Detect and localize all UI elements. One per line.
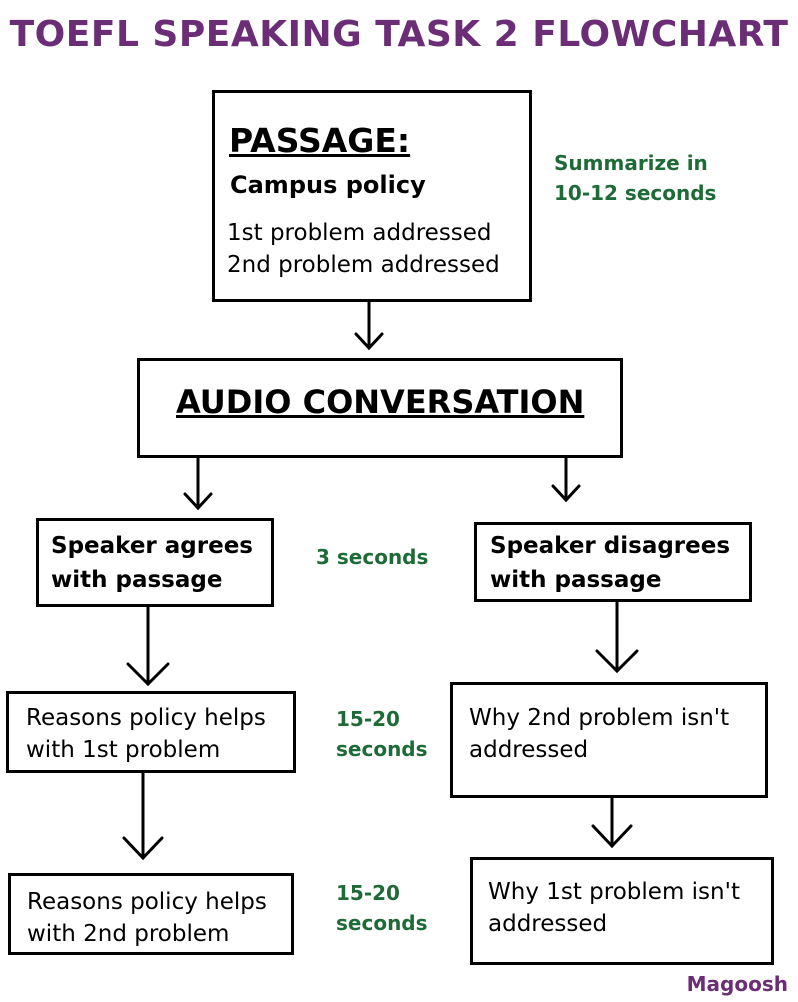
time-note-15-20-second: 15-20 seconds — [336, 878, 428, 938]
audio-heading: AUDIO CONVERSATION — [176, 383, 585, 421]
arrow-reasons1-to-reasons2 — [122, 771, 164, 861]
time-note-3-seconds: 3 seconds — [316, 545, 429, 569]
arrow-passage-to-audio — [354, 300, 384, 351]
disagree-line-2: with passage — [490, 567, 662, 593]
arrow-audio-to-agree — [183, 456, 213, 511]
summarize-note-line-2: 10-12 seconds — [554, 181, 717, 205]
agree-line-2: with passage — [51, 567, 223, 593]
why-2nd-line-2: addressed — [469, 737, 589, 763]
arrow-audio-to-disagree — [551, 456, 581, 503]
why-1st-line-2: addressed — [488, 911, 608, 937]
page-title: TOEFL SPEAKING TASK 2 FLOWCHART — [9, 14, 789, 55]
agree-line-1: Speaker agrees — [51, 533, 253, 559]
arrow-why2-to-why1 — [591, 796, 633, 849]
reasons-1st-line-2: with 1st problem — [26, 737, 221, 763]
why-2nd-line-1: Why 2nd problem isn't — [469, 705, 730, 731]
time-note-15-20-second-line-2: seconds — [336, 911, 428, 935]
time-note-15-20-first-line-1: 15-20 — [336, 707, 400, 731]
why-1st-box: Why 1st problem isn't addressed — [470, 857, 774, 965]
reasons-2nd-line-2: with 2nd problem — [27, 921, 230, 947]
reasons-2nd-line-1: Reasons policy helps — [27, 889, 267, 915]
passage-line-2: 2nd problem addressed — [227, 252, 500, 278]
arrow-disagree-to-why2 — [595, 600, 639, 674]
magoosh-logo: Magoosh — [686, 972, 788, 996]
reasons-2nd-box: Reasons policy helps with 2nd problem — [8, 873, 294, 955]
why-2nd-box: Why 2nd problem isn't addressed — [450, 682, 768, 798]
summarize-note: Summarize in 10-12 seconds — [554, 148, 716, 208]
time-note-15-20-first: 15-20 seconds — [336, 704, 428, 764]
time-note-15-20-second-line-1: 15-20 — [336, 881, 400, 905]
disagree-line-1: Speaker disagrees — [490, 533, 731, 559]
time-note-15-20-first-line-2: seconds — [336, 737, 428, 761]
passage-line-1: 1st problem addressed — [227, 220, 492, 246]
passage-subheading: Campus policy — [230, 171, 426, 199]
passage-heading: PASSAGE: — [229, 121, 411, 160]
reasons-1st-line-1: Reasons policy helps — [26, 705, 266, 731]
passage-box: PASSAGE: Campus policy 1st problem addre… — [212, 90, 532, 302]
arrow-agree-to-reasons1 — [126, 605, 170, 687]
summarize-note-line-1: Summarize in — [554, 151, 708, 175]
disagree-box: Speaker disagrees with passage — [474, 522, 752, 602]
reasons-1st-box: Reasons policy helps with 1st problem — [6, 691, 296, 773]
why-1st-line-1: Why 1st problem isn't — [488, 879, 740, 905]
audio-box: AUDIO CONVERSATION — [137, 358, 623, 458]
agree-box: Speaker agrees with passage — [36, 518, 274, 607]
